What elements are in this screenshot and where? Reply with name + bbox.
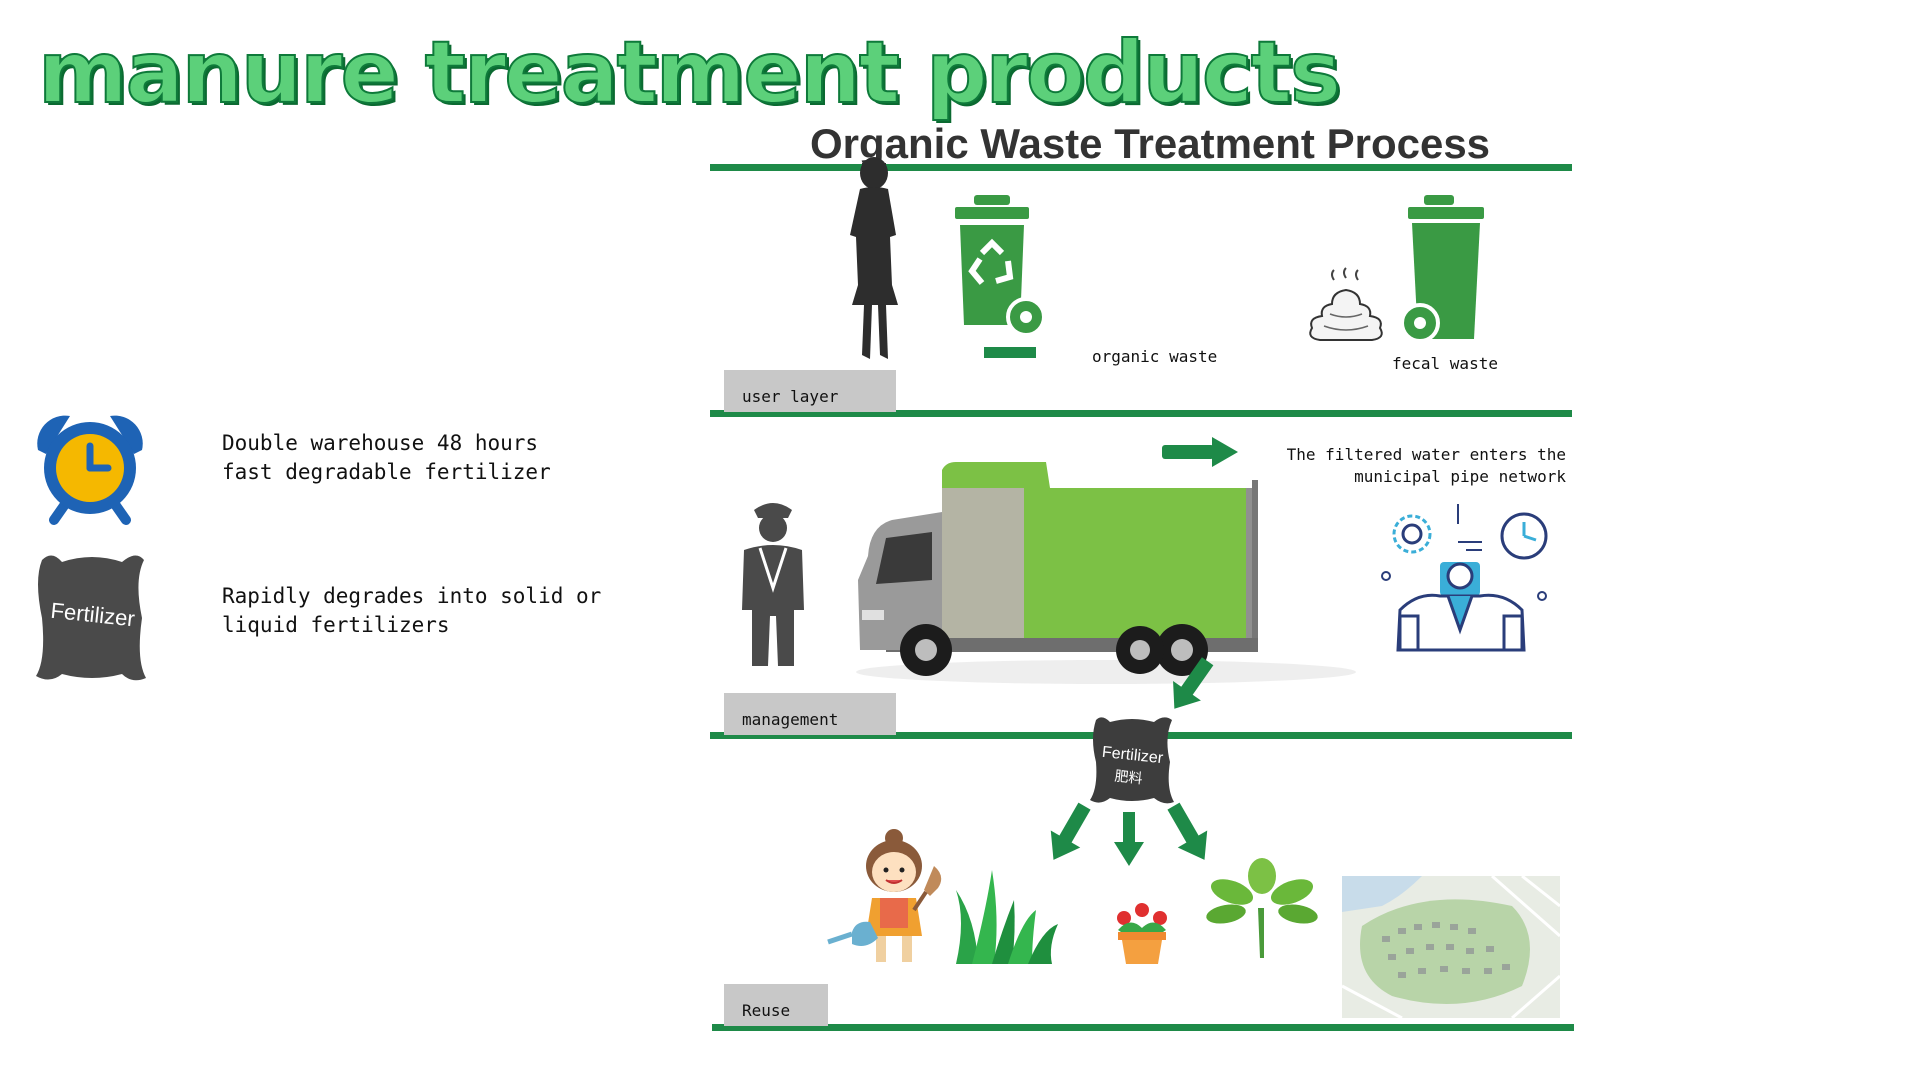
fertilizer-bag-label-en: Fertilizer (1101, 744, 1164, 767)
organic-waste-label: organic waste (1092, 347, 1218, 366)
grass-icon (956, 870, 1058, 964)
flower-pot-icon (1117, 903, 1167, 964)
feature-2-text: Rapidly degrades into solid or liquid fe… (222, 584, 602, 637)
reuse-layer-label: Reuse (724, 984, 828, 1026)
aerial-map-image (1341, 874, 1561, 1020)
gardener-icon (827, 829, 942, 962)
fertilizer-bag-center-icon: Fertilizer 肥料 (1090, 717, 1174, 804)
divider-reuse (712, 1024, 1574, 1031)
fecal-bin-icon (1400, 195, 1484, 343)
fecal-waste-label: fecal waste (1392, 354, 1498, 373)
divider-user (710, 410, 1572, 417)
main-title: manure treatment products (37, 23, 1342, 123)
pipe-network-workers-icon (1381, 504, 1548, 652)
process-title: Organic Waste Treatment Process (810, 120, 1491, 167)
arrow-right-icon (1162, 437, 1238, 467)
woman-silhouette-icon (850, 157, 898, 359)
garbage-truck-icon (856, 462, 1356, 684)
alarm-clock-icon (37, 415, 143, 525)
fertilizer-bag-icon: Fertilizer (36, 555, 146, 681)
management-layer-label: management (724, 693, 896, 735)
arrow-down-left-2-icon (1050, 802, 1091, 860)
user-layer-label: user layer (724, 370, 896, 412)
filtered-water-note: The filtered water enters the municipal … (1286, 445, 1566, 486)
arrow-down-left-icon (1173, 657, 1214, 709)
recycle-bin-icon (955, 195, 1046, 358)
arrow-down-right-icon (1167, 802, 1208, 860)
feature-1-text: Double warehouse 48 hours fast degradabl… (222, 431, 551, 484)
divider-top (710, 164, 1572, 171)
fertilizer-bag-label-cn: 肥料 (1114, 769, 1144, 788)
arrow-down-icon (1114, 812, 1144, 866)
poop-icon (1309, 267, 1383, 341)
tree-icon (1206, 858, 1318, 958)
worker-icon (742, 503, 804, 666)
